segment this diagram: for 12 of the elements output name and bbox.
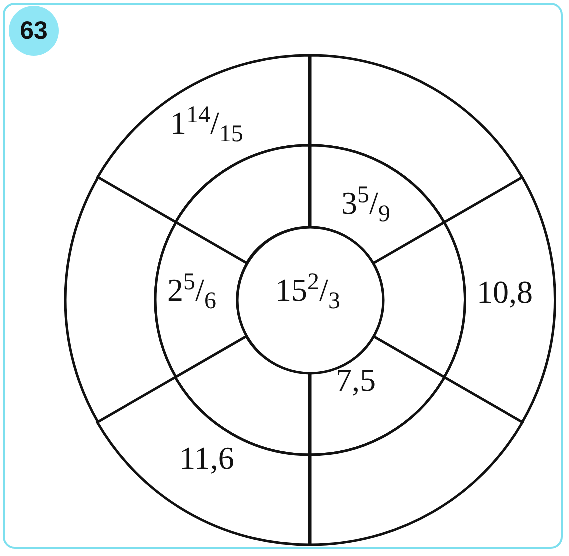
wheel-sector bbox=[308, 335, 446, 456]
number-label: 15$^{2}$/$_{3}$ bbox=[276, 270, 340, 314]
wheel-sector bbox=[154, 221, 248, 379]
wheel-sector bbox=[174, 144, 312, 265]
number-label: 11,6 bbox=[180, 442, 234, 474]
number-label: 1$^{14}$/$_{15}$ bbox=[170, 103, 244, 147]
number-label: 7,5 bbox=[336, 364, 376, 396]
number-label: 10,8 bbox=[476, 276, 533, 308]
number-label: 3$^{5}$/$_{9}$ bbox=[342, 183, 390, 227]
wheel-sector bbox=[442, 176, 556, 424]
problem-number-badge: 63 bbox=[9, 6, 59, 56]
number-label: 2$^{5}$/$_{6}$ bbox=[168, 270, 216, 314]
